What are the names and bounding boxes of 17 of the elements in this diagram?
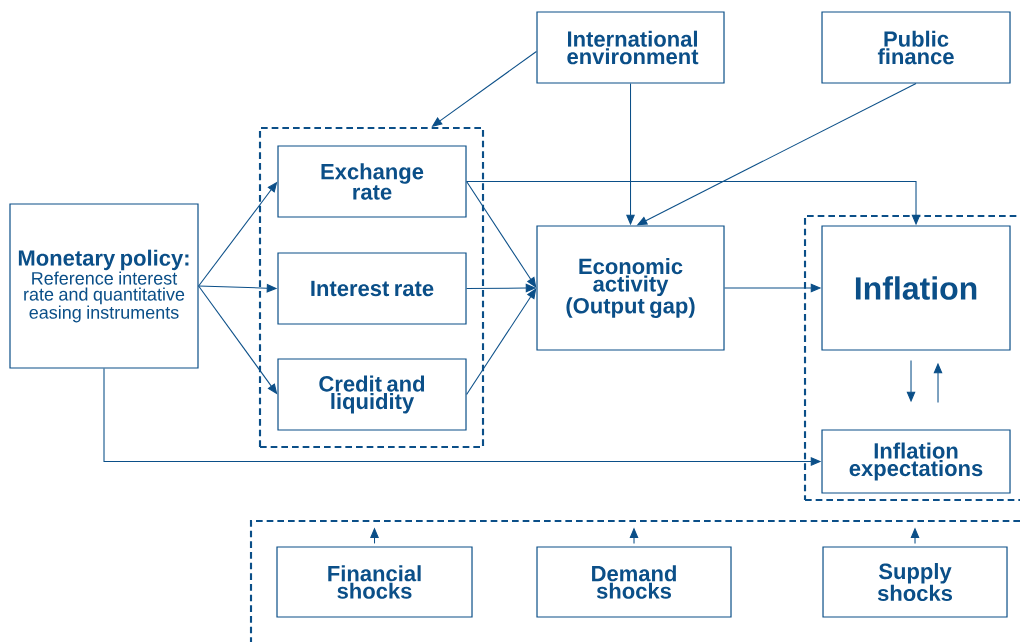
text-box: Inflation expectations <box>821 429 1011 494</box>
text-box: Inflation <box>821 225 1011 351</box>
text-box: Demand shocks <box>536 546 732 618</box>
arrow <box>466 288 537 396</box>
text-box: Financial shocks <box>276 546 473 618</box>
arrow <box>466 180 537 288</box>
dashed-frame <box>803 214 1020 502</box>
text-box: Credit and liquidity <box>277 358 467 431</box>
dashed-frame <box>249 519 1020 642</box>
text-box: Monetary policy: Reference interest rate and quantitative easing instruments <box>9 203 199 369</box>
text-box: Interest rate <box>277 252 467 325</box>
text-box: Public finance <box>821 11 1011 84</box>
text-box: Supply shocks <box>822 546 1008 618</box>
text-box: Economic activity (Output gap) <box>536 225 725 351</box>
text-box: International environment <box>536 11 725 84</box>
text-box: Exchange rate <box>277 145 467 218</box>
dashed-frame <box>258 126 485 449</box>
